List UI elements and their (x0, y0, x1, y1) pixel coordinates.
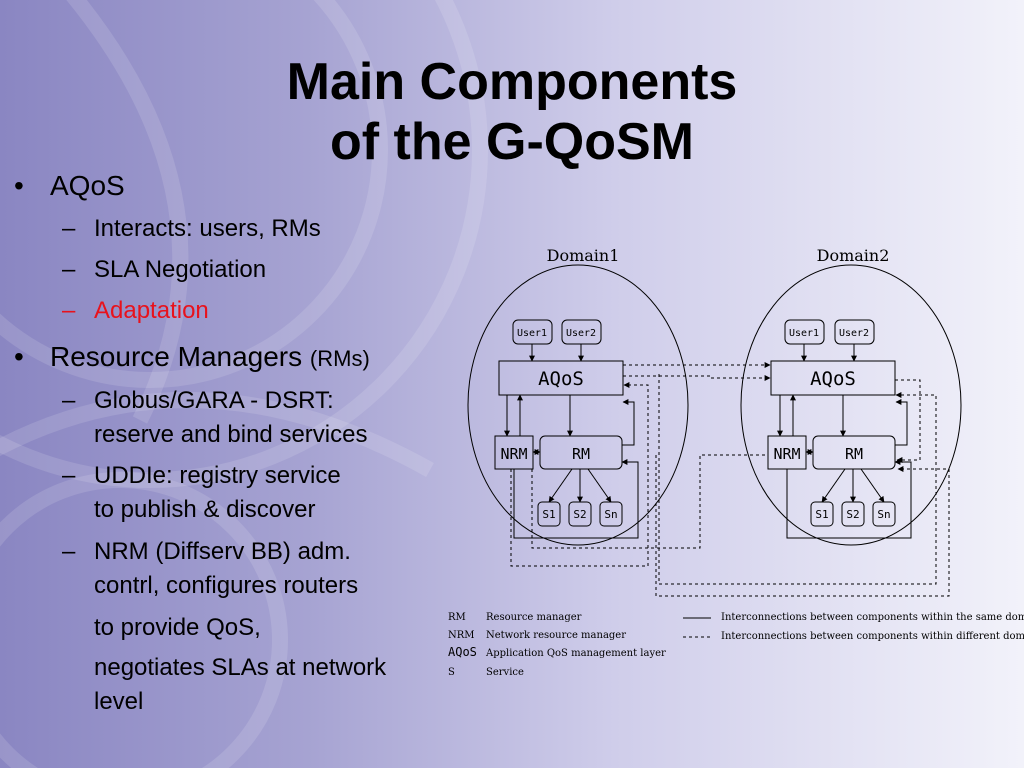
title-line-1: Main Components (286, 53, 738, 111)
bullet-aqos: •AQoS (14, 170, 125, 201)
bullet-aqos-label: AQoS (50, 170, 125, 201)
sub-bullet-text: to publish & discover (94, 496, 316, 523)
sub-bullet-text: Interacts: users, RMs (94, 215, 321, 242)
domain1-user1-label: User1 (517, 328, 547, 339)
domain1-s2-label: S2 (573, 508, 586, 521)
nrm-continuation-1: to provide QoS, (94, 614, 261, 641)
sub-bullet-text: Adaptation (94, 297, 209, 324)
sub-bullet-text: NRM (Diffserv BB) adm. (94, 538, 351, 565)
legend-rm-abbr: RM (448, 612, 466, 623)
domain1-boundary (467, 264, 689, 546)
title-line-2: of the G-QoSM (330, 113, 694, 171)
legend-aqos-desc: Application QoS management layer (485, 648, 666, 659)
domain1-aqos-box (498, 360, 624, 396)
domain1-solid-links (504, 344, 639, 539)
domain1-label: Domain1 (547, 246, 620, 265)
domain2-s2-label: S2 (846, 508, 859, 521)
legend-s-desc: Service (486, 667, 524, 678)
sub-bullet-text: SLA Negotiation (94, 256, 267, 283)
nrm-continuation-2: negotiates SLAs at network (94, 654, 387, 681)
domain2-boundary (740, 264, 962, 546)
legend-solid-desc: Interconnections between components with… (721, 612, 1024, 623)
sub-bullet-sla: –SLA Negotiation (62, 256, 267, 283)
domain2-label: Domain2 (817, 246, 890, 265)
domain2-aqos-label: AQoS (810, 368, 856, 390)
domain2-aqos-box (770, 360, 896, 396)
domain2-solid-links (777, 344, 912, 539)
sub-bullet-text: UDDIe: registry service (94, 462, 341, 489)
legend-s-abbr: S (448, 667, 455, 678)
domain1-user2-label: User2 (566, 328, 596, 339)
domain2-group: Domain2 User1 User2 AQoS NRM RM S1 S2 Sn (740, 246, 962, 546)
sub-bullet-nrm: –NRM (Diffserv BB) adm. contrl, configur… (62, 535, 358, 603)
domain2-s1-label: S1 (815, 508, 828, 521)
sub-bullet-gara: –Globus/GARA - DSRT: reserve and bind se… (62, 384, 367, 452)
bullet-rm-label: Resource Managers (50, 341, 303, 372)
sub-bullet-text: Globus/GARA - DSRT: (94, 387, 334, 414)
legend-nrm-abbr: NRM (448, 630, 475, 641)
sub-bullet-interacts: –Interacts: users, RMs (62, 215, 321, 242)
sub-bullet-uddie: –UDDIe: registry service to publish & di… (62, 459, 341, 527)
nrm-continuation-3: level (94, 688, 144, 715)
domain2-dashed-links (895, 379, 921, 463)
domain1-sn-label: Sn (604, 508, 617, 521)
sub-bullet-text: reserve and bind services (94, 421, 368, 448)
domain2-user2-label: User2 (839, 328, 869, 339)
bullet-resource-managers: •Resource Managers (RMs) (14, 341, 370, 372)
domain1-dashed-links (510, 382, 649, 567)
domain2-rm-label: RM (845, 445, 863, 463)
sub-bullet-adaptation: –Adaptation (62, 297, 209, 324)
domain2-sn-label: Sn (877, 508, 890, 521)
domain1-rm-label: RM (572, 445, 590, 463)
bullet-rm-abbr: (RMs) (309, 346, 370, 371)
domain1-nrm-label: NRM (500, 445, 527, 463)
domain1-s1-label: S1 (542, 508, 555, 521)
inter-domain-links (531, 362, 950, 597)
legend-rm-desc: Resource manager (486, 612, 582, 623)
legend-dashed-desc: Interconnections between components with… (721, 631, 1024, 642)
domain1-group: Domain1 User1 User2 AQoS NRM RM S1 S2 Sn (467, 246, 689, 567)
diagram-legend: RM Resource manager NRM Network resource… (448, 612, 1024, 678)
domain2-user1-label: User1 (789, 328, 819, 339)
domain2-nrm-label: NRM (773, 445, 800, 463)
bullet-list: •AQoS –Interacts: users, RMs –SLA Negoti… (0, 0, 470, 768)
domain1-aqos-label: AQoS (538, 368, 584, 390)
page-title: Main Components of the G-QoSM (200, 52, 824, 172)
legend-aqos-abbr: AQoS (448, 645, 477, 659)
legend-nrm-desc: Network resource manager (486, 630, 626, 641)
sub-bullet-text: contrl, configures routers (94, 572, 359, 599)
